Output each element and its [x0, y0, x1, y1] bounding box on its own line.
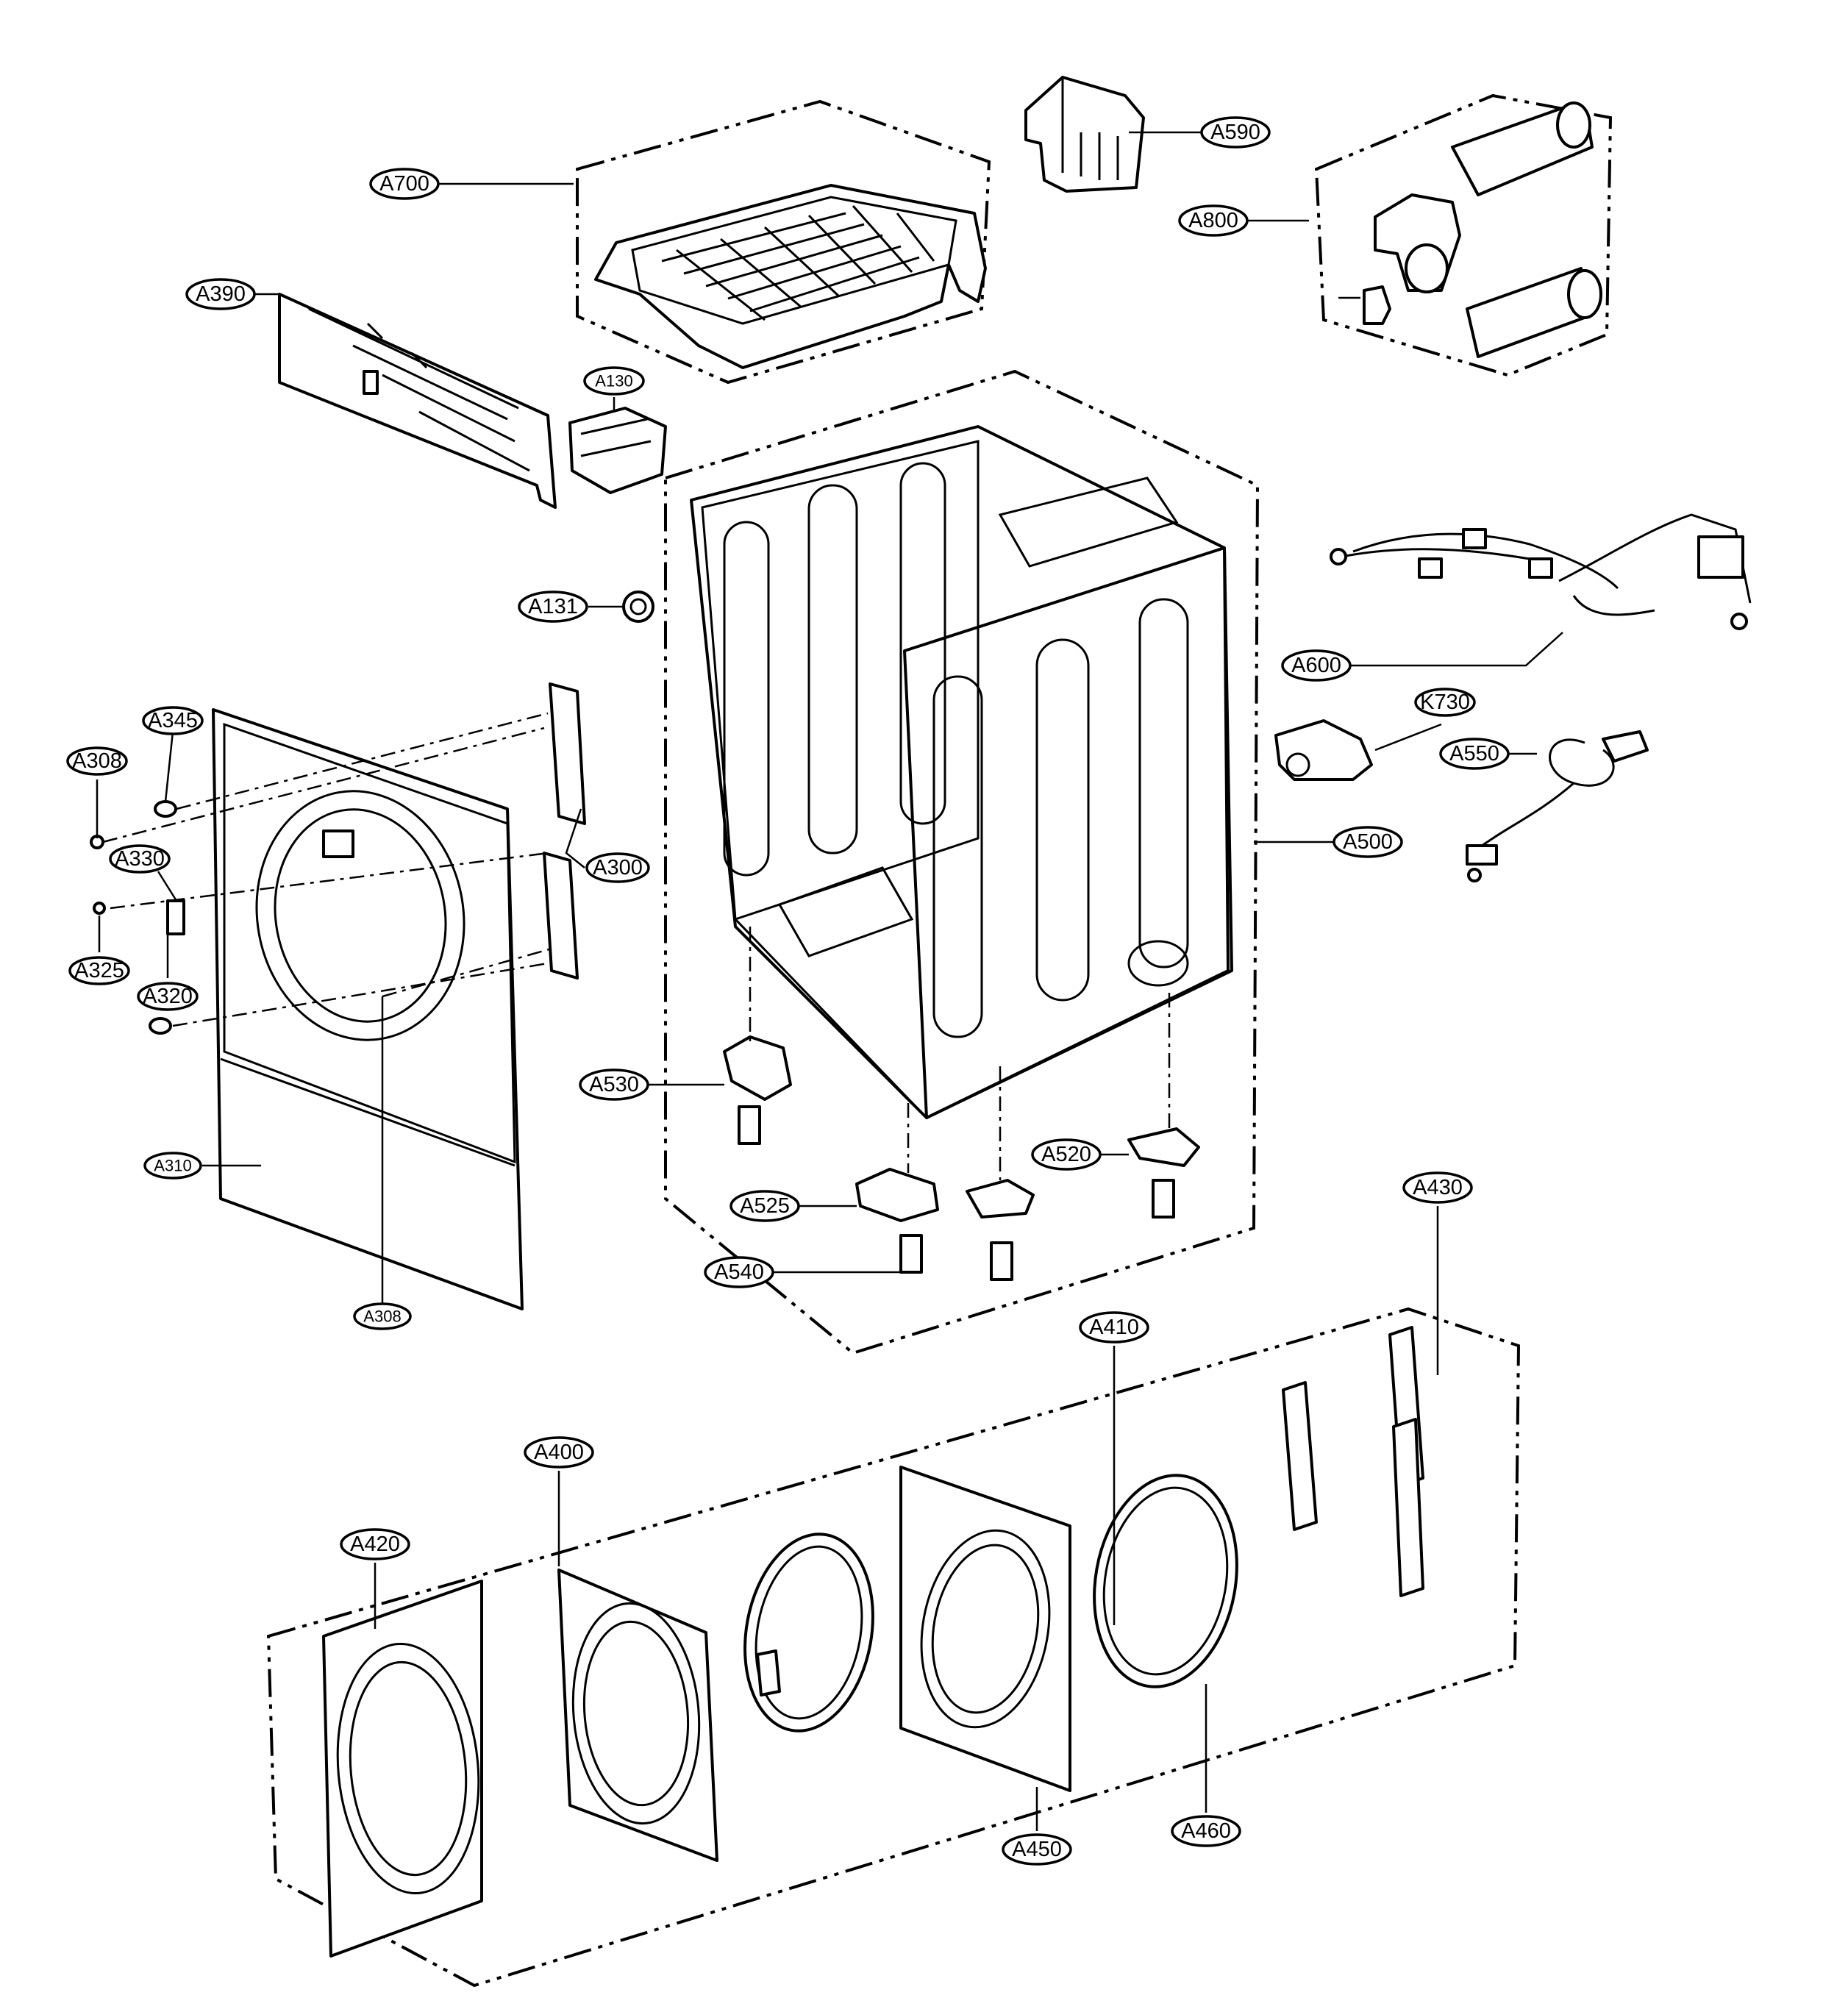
- leg-part-a530: [738, 1105, 761, 1145]
- leg-part-a540-2: [990, 1241, 1013, 1281]
- svg-text:A540: A540: [714, 1260, 764, 1284]
- group-outlines: [266, 93, 1613, 1988]
- screw-part-a325: [93, 902, 106, 915]
- svg-text:A800: A800: [1188, 209, 1238, 232]
- svg-text:A320: A320: [143, 985, 193, 1008]
- svg-text:A590: A590: [1210, 121, 1260, 144]
- group-outline-a400: [266, 1307, 1521, 1988]
- svg-text:A520: A520: [1041, 1143, 1091, 1166]
- group-outline-a500: [664, 369, 1260, 1355]
- callout-a420: A420: [340, 1528, 410, 1560]
- door-frame-part-a400: [557, 1569, 718, 1862]
- callout-a520: A520: [1031, 1138, 1102, 1171]
- cabinet-part-a500: [690, 425, 1233, 1119]
- svg-text:A308: A308: [363, 1307, 401, 1326]
- front-panel-part-a310: [212, 708, 524, 1310]
- callout-a525: A525: [729, 1190, 800, 1222]
- callout-a450: A450: [1002, 1833, 1072, 1866]
- svg-text:A450: A450: [1012, 1838, 1062, 1861]
- svg-text:A310: A310: [154, 1157, 191, 1175]
- callout-a131: A131: [518, 591, 588, 623]
- callout-a500: A500: [1333, 826, 1403, 858]
- callout-a320: A320: [137, 982, 199, 1011]
- board-part-a130: [568, 407, 667, 494]
- callout-a325: A325: [68, 956, 130, 985]
- svg-text:A130: A130: [595, 372, 632, 390]
- door-outer-part-a420: [322, 1580, 483, 1958]
- back-panel-part-a390: [278, 293, 557, 509]
- callout-a540: A540: [704, 1256, 774, 1288]
- door-plate-part-a450: [899, 1466, 1071, 1792]
- callout-a460: A460: [1171, 1815, 1241, 1847]
- harness-part-a600: [1330, 513, 1752, 630]
- callout-a310: A310: [143, 1152, 202, 1180]
- svg-text:A430: A430: [1413, 1176, 1463, 1199]
- bracket-part-a525-2: [966, 1179, 1035, 1219]
- callout-a130: A130: [583, 366, 645, 396]
- svg-text:A400: A400: [534, 1441, 584, 1464]
- callout-a400: A400: [524, 1436, 594, 1469]
- callout-a308-top: A308: [66, 746, 128, 776]
- switch-part-a330: [166, 899, 185, 935]
- bracket-part-a520: [1127, 1127, 1200, 1167]
- callout-a345: A345: [142, 706, 204, 735]
- duct-part-a800: [1338, 101, 1602, 358]
- svg-text:A325: A325: [74, 959, 124, 982]
- power-cord-part-a550: [1466, 730, 1649, 882]
- door-switch-parts: [90, 712, 552, 1035]
- callout-a600: A600: [1281, 649, 1352, 682]
- callout-a550: A550: [1439, 738, 1510, 770]
- svg-text:A330: A330: [115, 847, 165, 871]
- bracket-part-a530: [723, 1035, 792, 1101]
- callout-a430: A430: [1402, 1171, 1473, 1204]
- glass-ring-part-a460: [1093, 1474, 1238, 1688]
- callout-a330: A330: [109, 844, 171, 874]
- callout-a700: A700: [369, 168, 440, 200]
- grommet-part-a131: [622, 591, 654, 623]
- svg-text:A700: A700: [379, 172, 429, 196]
- legs-and-brackets: [723, 927, 1200, 1281]
- group-outline-a800: [1314, 93, 1613, 377]
- callout-a308-bottom: A308: [353, 1302, 412, 1330]
- callouts: A700 A590 A800 A390 A130 A131 A345 A308: [66, 116, 1510, 1866]
- svg-text:A131: A131: [528, 595, 578, 618]
- svg-text:A530: A530: [589, 1073, 639, 1096]
- bracket-part-a525: [855, 1168, 939, 1222]
- callout-a530: A530: [579, 1068, 649, 1101]
- svg-text:A308: A308: [72, 749, 122, 773]
- svg-text:A600: A600: [1291, 654, 1341, 677]
- tray-part-a700: [594, 184, 987, 369]
- svg-text:A525: A525: [740, 1194, 790, 1218]
- group-outline-a700: [576, 99, 991, 385]
- callout-a590: A590: [1200, 116, 1271, 149]
- callout-a300: A300: [585, 852, 650, 883]
- svg-text:A500: A500: [1343, 830, 1393, 854]
- svg-text:A550: A550: [1449, 742, 1499, 766]
- svg-text:A390: A390: [196, 282, 246, 306]
- callout-a390: A390: [185, 278, 256, 310]
- svg-text:K730: K730: [1420, 691, 1470, 714]
- svg-text:A410: A410: [1089, 1316, 1139, 1339]
- bracket-part-a590: [1024, 76, 1145, 193]
- gasket-part: [743, 1533, 874, 1733]
- callout-a800: A800: [1178, 204, 1249, 237]
- cap-part-a320: [149, 1017, 172, 1035]
- svg-text:A345: A345: [148, 709, 198, 732]
- leg-part-a540-1: [899, 1234, 923, 1274]
- leader-lines: [96, 131, 1563, 1831]
- cap-part-a345: [154, 800, 177, 818]
- callout-a410: A410: [1079, 1311, 1149, 1344]
- callout-k730: K730: [1414, 688, 1476, 717]
- hinge-part-a300: [543, 682, 586, 980]
- valve-part-k730: [1274, 719, 1373, 781]
- svg-text:A300: A300: [593, 856, 643, 880]
- svg-text:A460: A460: [1181, 1819, 1231, 1843]
- hinge-part-a430: [1282, 1326, 1424, 1597]
- svg-text:A420: A420: [350, 1533, 400, 1556]
- leg-part-a520: [1152, 1179, 1175, 1219]
